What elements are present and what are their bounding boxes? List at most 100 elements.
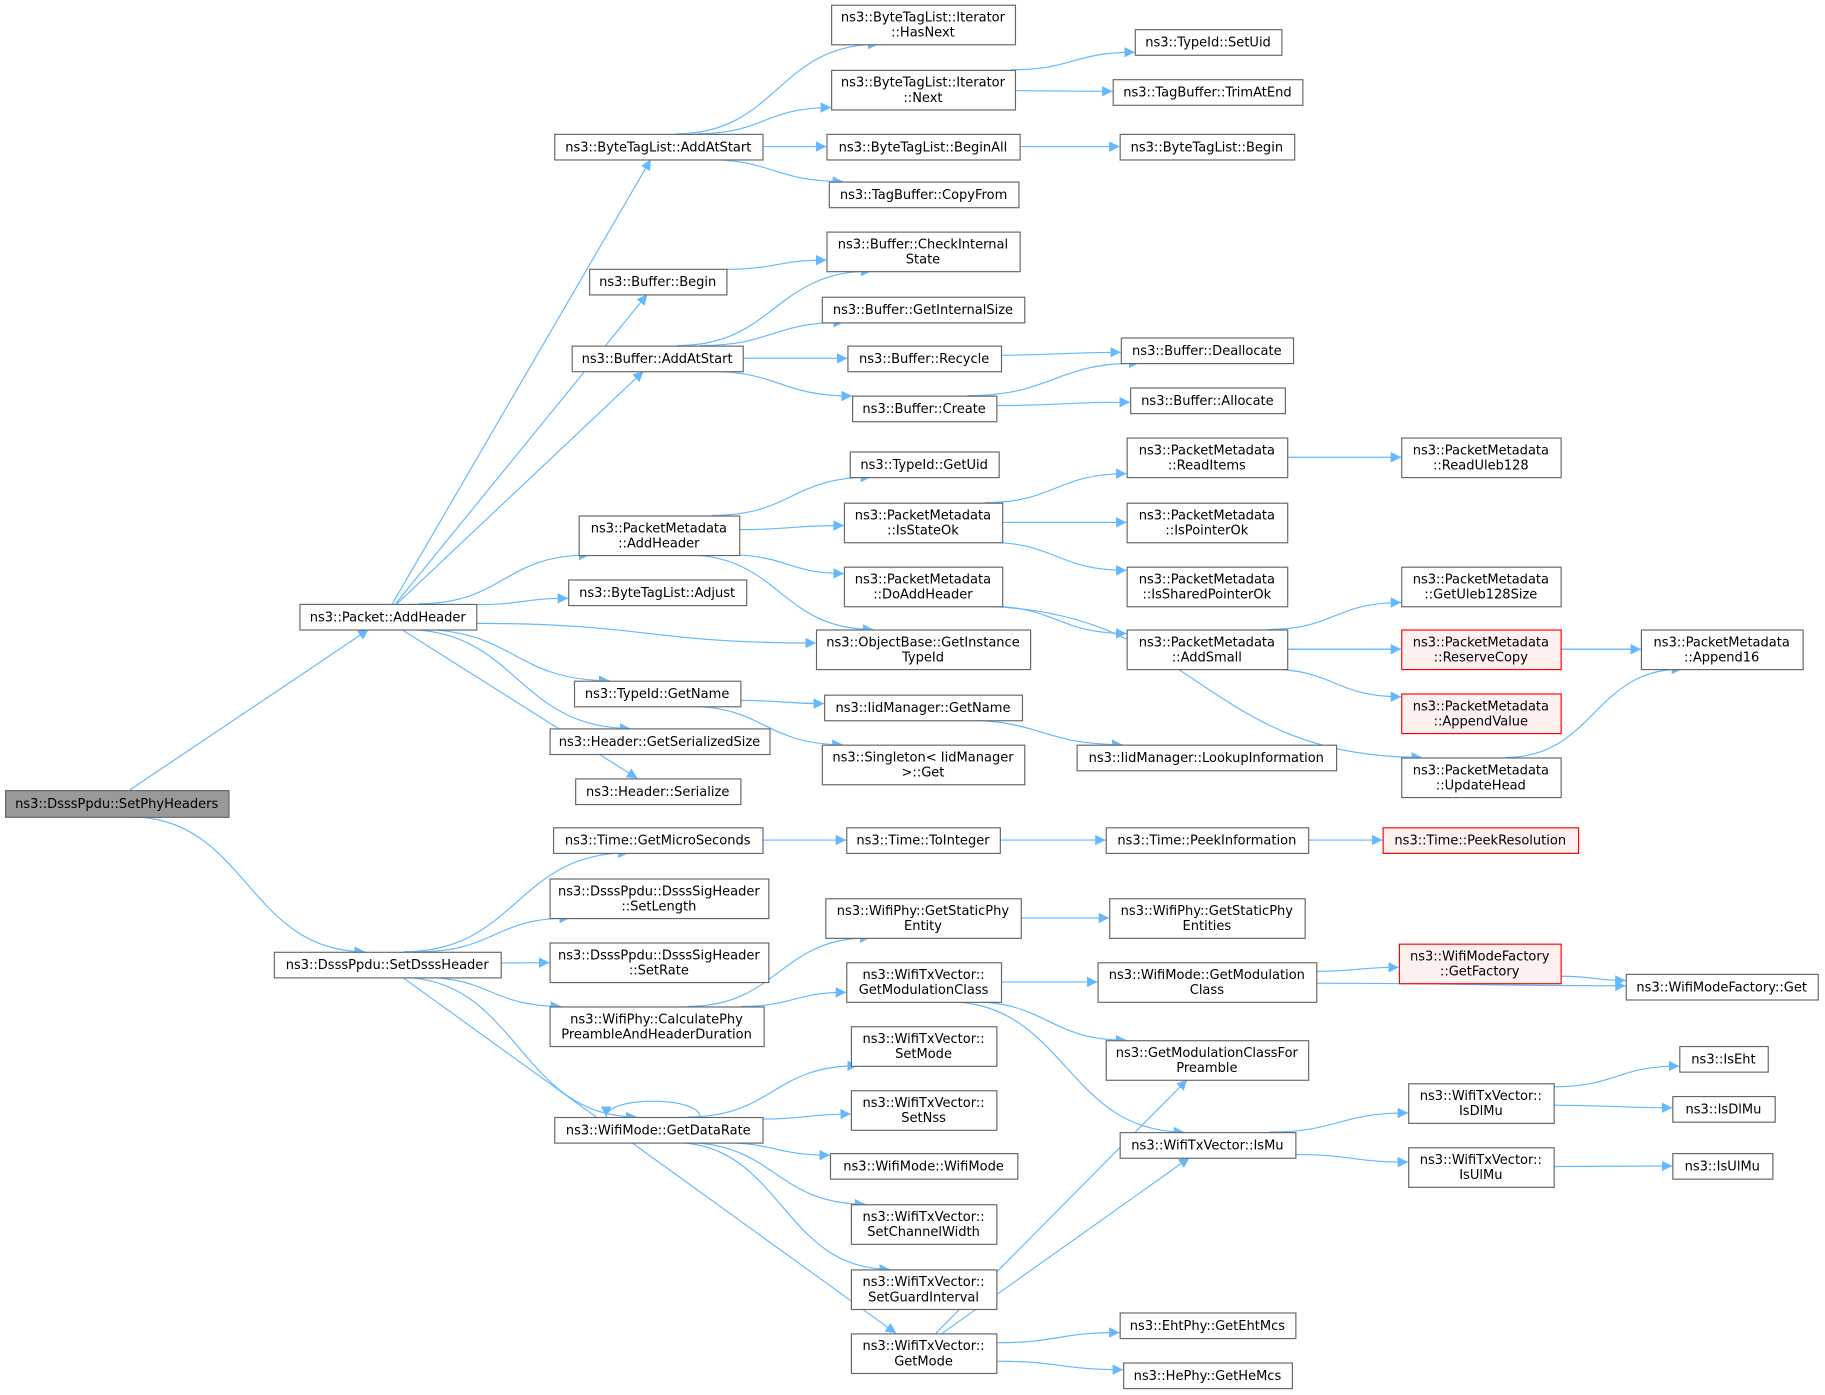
- node-ns3-buffer-begin[interactable]: ns3::Buffer::Begin: [589, 268, 728, 296]
- node-ns3-time-peekinformation[interactable]: ns3::Time::PeekInformation: [1105, 827, 1310, 854]
- node-label: ::SetLength: [621, 899, 696, 914]
- node-label: ns3::Time::GetMicroSeconds: [565, 834, 751, 849]
- node-ns3-wifitxvector-setchannelwidth[interactable]: ns3::WifiTxVector::SetChannelWidth: [850, 1204, 998, 1245]
- node-ns3-header-getserializedsize[interactable]: ns3::Header::GetSerializedSize: [549, 728, 771, 756]
- node-ns3-typeid-getuid[interactable]: ns3::TypeId::GetUid: [849, 451, 1000, 479]
- node-box: [829, 1152, 1019, 1180]
- node-box: [1408, 1083, 1555, 1124]
- node-ns3-packetmetadata-ispointerok[interactable]: ns3::PacketMetadata::IsPointerOk: [1126, 502, 1289, 544]
- node-box: [549, 1006, 765, 1048]
- node-ns3-wifitxvector-getmodulationclass[interactable]: ns3::WifiTxVector::GetModulationClass: [846, 962, 1003, 1003]
- node-ns3-time-getmicroseconds[interactable]: ns3::Time::GetMicroSeconds: [552, 827, 764, 854]
- node-ns3-wifimode-wifimode[interactable]: ns3::WifiMode::WifiMode: [829, 1152, 1019, 1180]
- node-box: [849, 451, 1000, 479]
- node-ns3-typeid-setuid[interactable]: ns3::TypeId::SetUid: [1134, 29, 1283, 56]
- node-ns3-packetmetadata-readitems[interactable]: ns3::PacketMetadata::ReadItems: [1126, 437, 1289, 479]
- node-ns3-ehtphy-getehtmcs[interactable]: ns3::EhtPhy::GetEhtMcs: [1119, 1312, 1297, 1340]
- node-ns3-packetmetadata-isstateok[interactable]: ns3::PacketMetadata::IsStateOk: [843, 502, 1004, 544]
- node-ns3-hephy-gethemcs[interactable]: ns3::HePhy::GetHeMcs: [1123, 1362, 1293, 1390]
- node-ns3-bytetaglist-addatstart[interactable]: ns3::ByteTagList::AddAtStart: [554, 133, 764, 161]
- node-ns3-isdlmu[interactable]: ns3::IsDlMu: [1672, 1095, 1776, 1123]
- node-ns3-time-tointeger[interactable]: ns3::Time::ToInteger: [846, 827, 1001, 854]
- node-ns3-dsssppdu-dssssigheader-setrate[interactable]: ns3::DsssPpdu::DsssSigHeader::SetRate: [549, 942, 770, 984]
- node-ns3-wifitxvector-getmode[interactable]: ns3::WifiTxVector::GetMode: [850, 1333, 998, 1375]
- node-ns3-buffer-create[interactable]: ns3::Buffer::Create: [851, 395, 998, 423]
- node-box: [549, 942, 770, 984]
- node-ns3-buffer-allocate[interactable]: ns3::Buffer::Allocate: [1130, 387, 1286, 415]
- node-box: [815, 629, 1032, 671]
- node-ns3-packetmetadata-reservecopy[interactable]: ns3::PacketMetadata::ReserveCopy: [1401, 629, 1562, 671]
- node-ns3-wifiphy-calculatephypreambleandheaderduration[interactable]: ns3::WifiPhy::CalculatePhyPreambleAndHea…: [549, 1006, 765, 1048]
- node-ns3-tagbuffer-trimatend[interactable]: ns3::TagBuffer::TrimAtEnd: [1112, 79, 1304, 106]
- call-edge: [129, 628, 370, 791]
- node-ns3-bytetaglist-iterator-next[interactable]: ns3::ByteTagList::Iterator::Next: [831, 69, 1017, 111]
- node-box: [1120, 337, 1295, 365]
- node-ns3-wifitxvector-isdlmu[interactable]: ns3::WifiTxVector::IsDlMu: [1408, 1083, 1555, 1124]
- node-ns3-wifimode-getmodulationclass[interactable]: ns3::WifiMode::GetModulationClass: [1097, 962, 1318, 1003]
- node-ns3-bytetaglist-iterator-hasnext[interactable]: ns3::ByteTagList::Iterator::HasNext: [831, 4, 1017, 46]
- node-ns3-dsssppdu-dssssigheader-setlength[interactable]: ns3::DsssPpdu::DsssSigHeader::SetLength: [549, 878, 770, 920]
- node-box: [850, 1269, 998, 1311]
- node-label: ::AppendValue: [1434, 714, 1528, 729]
- call-edge: [947, 1001, 1185, 1138]
- node-ns3-packetmetadata-doaddheader[interactable]: ns3::PacketMetadata::DoAddHeader: [843, 566, 1004, 608]
- node-ns3-packetmetadata-addsmall[interactable]: ns3::PacketMetadata::AddSmall: [1126, 629, 1289, 671]
- node-label: ::SetRate: [629, 963, 689, 978]
- node-box: [851, 395, 998, 423]
- node-ns3-singleton-iidmanager-get[interactable]: ns3::Singleton< IidManager>::Get: [821, 744, 1026, 786]
- node-ns3-time-peekresolution[interactable]: ns3::Time::PeekResolution: [1382, 827, 1580, 854]
- node-ns3-dsssppdu-setphyheaders[interactable]: ns3::DsssPpdu::SetPhyHeaders: [4, 789, 230, 818]
- node-ns3-tagbuffer-copyfrom[interactable]: ns3::TagBuffer::CopyFrom: [828, 181, 1020, 209]
- node-label: ns3::WifiTxVector::: [862, 968, 984, 983]
- node-ns3-buffer-addatstart[interactable]: ns3::Buffer::AddAtStart: [571, 345, 744, 373]
- call-edge: [684, 1141, 866, 1210]
- node-ns3-wifitxvector-setguardinterval[interactable]: ns3::WifiTxVector::SetGuardInterval: [850, 1269, 998, 1311]
- node-ns3-iseht[interactable]: ns3::IsEht: [1679, 1045, 1769, 1073]
- node-ns3-packetmetadata-updatehead[interactable]: ns3::PacketMetadata::UpdateHead: [1401, 757, 1562, 799]
- call-edge: [741, 987, 847, 1007]
- node-box: [825, 898, 1022, 939]
- node-label: ns3::PacketMetadata: [1139, 508, 1275, 523]
- node-ns3-packetmetadata-append16[interactable]: ns3::PacketMetadata::Append16: [1640, 629, 1804, 671]
- call-edge: [1316, 962, 1399, 973]
- node-box: [1126, 566, 1289, 608]
- node-ns3-iidmanager-lookupinformation[interactable]: ns3::IidManager::LookupInformation: [1076, 744, 1338, 772]
- call-edge: [404, 628, 631, 734]
- node-ns3-packet-addheader[interactable]: ns3::Packet::AddHeader: [299, 603, 478, 631]
- node-box: [589, 268, 728, 296]
- node-ns3-wifitxvector-setnss[interactable]: ns3::WifiTxVector::SetNss: [850, 1090, 998, 1131]
- node-ns3-buffer-deallocate[interactable]: ns3::Buffer::Deallocate: [1120, 337, 1295, 365]
- node-ns3-iidmanager-getname[interactable]: ns3::IidManager::GetName: [824, 694, 1024, 722]
- node-ns3-wifitxvector-isulmu[interactable]: ns3::WifiTxVector::IsUlMu: [1408, 1147, 1555, 1188]
- node-label: SetMode: [895, 1047, 952, 1062]
- node-ns3-isulmu[interactable]: ns3::IsUlMu: [1672, 1152, 1774, 1180]
- call-edge: [476, 593, 569, 606]
- node-ns3-wifimodefactory-get[interactable]: ns3::WifiModeFactory::Get: [1625, 973, 1819, 1001]
- node-ns3-wifimode-getdatarate[interactable]: ns3::WifiMode::GetDataRate: [554, 1116, 764, 1144]
- node-ns3-buffer-recycle[interactable]: ns3::Buffer::Recycle: [847, 345, 1003, 373]
- node-ns3-bytetaglist-adjust[interactable]: ns3::ByteTagList::Adjust: [568, 579, 748, 607]
- node-ns3-wifitxvector-ismu[interactable]: ns3::WifiTxVector::IsMu: [1119, 1132, 1297, 1159]
- node-ns3-bytetaglist-begin[interactable]: ns3::ByteTagList::Begin: [1119, 133, 1296, 161]
- node-ns3-bytetaglist-beginall[interactable]: ns3::ByteTagList::BeginAll: [826, 133, 1021, 161]
- node-label: ns3::Buffer::Deallocate: [1132, 344, 1282, 359]
- node-label: ns3::ByteTagList::Adjust: [579, 586, 735, 601]
- node-ns3-header-serialize[interactable]: ns3::Header::Serialize: [575, 778, 742, 806]
- node-ns3-packetmetadata-getuleb128size[interactable]: ns3::PacketMetadata::GetUleb128Size: [1401, 566, 1562, 608]
- node-ns3-wifitxvector-setmode[interactable]: ns3::WifiTxVector::SetMode: [850, 1026, 998, 1067]
- node-ns3-buffer-getinternalsize[interactable]: ns3::Buffer::GetInternalSize: [821, 296, 1026, 324]
- node-label: ::ReadUleb128: [1433, 458, 1529, 473]
- node-ns3-packetmetadata-appendvalue[interactable]: ns3::PacketMetadata::AppendValue: [1401, 693, 1562, 735]
- node-ns3-packetmetadata-addheader[interactable]: ns3::PacketMetadata::AddHeader: [578, 515, 741, 557]
- node-ns3-typeid-getname[interactable]: ns3::TypeId::GetName: [573, 680, 742, 708]
- node-label: ::ReserveCopy: [1434, 650, 1528, 665]
- node-ns3-packetmetadata-issharedpointerok[interactable]: ns3::PacketMetadata::IsSharedPointerOk: [1126, 566, 1289, 608]
- node-ns3-dsssppdu-setdsssheader[interactable]: ns3::DsssPpdu::SetDsssHeader: [273, 951, 502, 979]
- node-ns3-packetmetadata-readuleb128[interactable]: ns3::PacketMetadata::ReadUleb128: [1401, 437, 1562, 479]
- node-ns3-wifimodefactory-getfactory[interactable]: ns3::WifiModeFactory::GetFactory: [1398, 943, 1562, 985]
